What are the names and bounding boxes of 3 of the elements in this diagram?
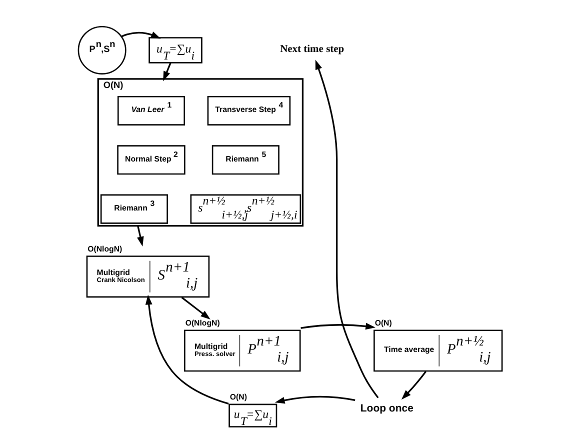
node-label: O(N) [102, 80, 123, 90]
node-text: Loop once [360, 404, 413, 415]
node-text: Next time step [280, 44, 344, 56]
